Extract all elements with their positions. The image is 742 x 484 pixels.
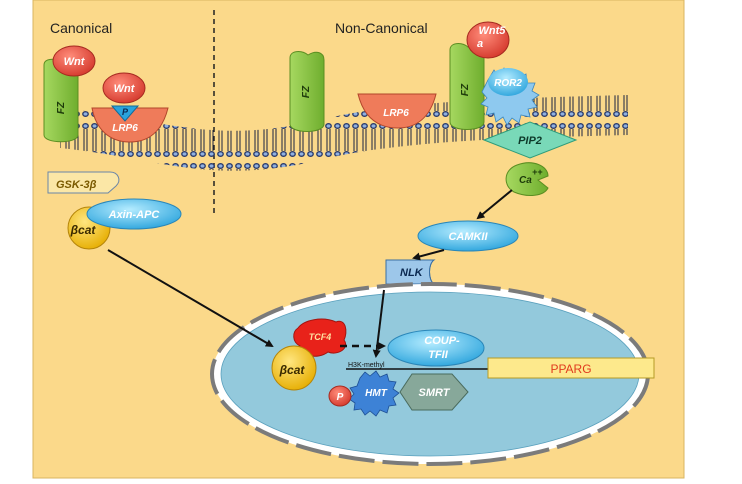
lrp6-coreceptor-1: LRP6 (91, 107, 169, 143)
arrow-bcat-to-nucleus (107, 249, 274, 348)
camkii-node: CAMKII (417, 220, 519, 252)
phospho-receptor-tag: P (110, 105, 140, 122)
h3k-methyl-label: H3K-methyl (348, 362, 385, 369)
arrow-camkii-to-nlk (412, 249, 445, 261)
canonical-title: Canonical (50, 20, 112, 36)
svg-text:GSK-3β: GSK-3β (56, 179, 97, 191)
fz-label-3: FZ (460, 83, 471, 96)
noncanonical-title: Non-Canonical (335, 20, 428, 36)
svg-text:COUP-: COUP- (424, 335, 460, 347)
svg-text:TFII: TFII (428, 349, 448, 361)
svg-text:P: P (122, 107, 129, 117)
svg-text:P: P (337, 392, 344, 403)
arrow-ca-to-camkii (476, 189, 513, 220)
svg-text:LRP6: LRP6 (383, 108, 409, 119)
svg-text:βcat: βcat (279, 363, 306, 377)
pip2-node: PIP2 (482, 121, 578, 159)
lrp6-coreceptor-2: LRP6 (357, 93, 437, 129)
svg-text:Wnt5: Wnt5 (479, 25, 507, 37)
pparg-gene: PPARG (487, 357, 655, 379)
svg-text:PIP2: PIP2 (518, 135, 542, 147)
svg-text:Wnt: Wnt (64, 56, 86, 68)
svg-text:SMRT: SMRT (419, 387, 451, 399)
svg-text:a: a (477, 38, 483, 50)
fz-label-2: FZ (301, 85, 312, 98)
phospho-node: P (328, 385, 352, 407)
fz-label-1: FZ (56, 101, 67, 114)
nlk-node: NLK (385, 259, 436, 285)
svg-text:Axin-APC: Axin-APC (108, 209, 161, 221)
coup-tfii-node: COUP- TFII (387, 329, 485, 367)
svg-text:++: ++ (532, 167, 543, 177)
svg-text:TCF4: TCF4 (309, 332, 332, 342)
svg-text:CAMKII: CAMKII (448, 231, 488, 243)
svg-text:LRP6: LRP6 (112, 123, 138, 134)
wnt5a-ligand: Wnt5 a (466, 21, 510, 59)
svg-text:HMT: HMT (365, 388, 388, 399)
beta-catenin-nucleus: βcat (271, 345, 317, 391)
fz-receptor-2: FZ (289, 51, 325, 132)
tcf4-node: TCF4 (293, 318, 347, 357)
svg-text:NLK: NLK (400, 267, 424, 279)
svg-text:Ca: Ca (519, 175, 532, 186)
wnt-ligand-2: Wnt (102, 72, 146, 104)
svg-text:PPARG: PPARG (550, 362, 591, 376)
svg-text:Wnt: Wnt (114, 83, 136, 95)
svg-text:ROR2: ROR2 (494, 78, 522, 89)
svg-text:βcat: βcat (70, 223, 97, 237)
axin-apc-node: Axin-APC (86, 198, 182, 230)
calcium-node: Ca ++ (505, 162, 549, 196)
gsk3b-node: GSK-3β (47, 171, 120, 194)
wnt-ligand-1: Wnt (52, 45, 96, 77)
ror2-receptor: ROR2 (480, 67, 540, 126)
smrt-node: SMRT (399, 373, 469, 411)
